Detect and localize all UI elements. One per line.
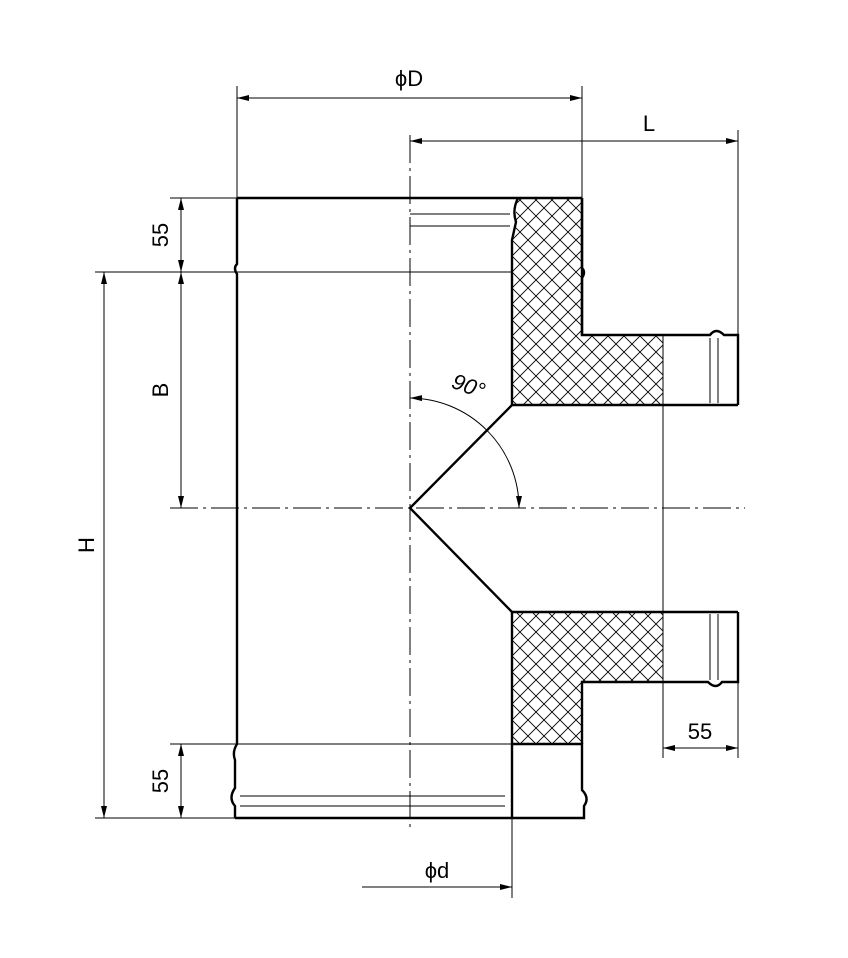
extension-lines [95,86,739,898]
height-label: H [74,537,99,553]
socket-top-label: 55 [148,223,173,247]
outer-diameter-label: ϕD [395,66,423,91]
dimension-lines [101,95,738,890]
socket-bottom-label: 55 [148,769,173,793]
branch-offset-label: B [148,383,173,398]
branch-length-label: L [643,111,655,136]
lower-insulation-outline [580,680,663,744]
upper-insulation-hatch [512,198,663,405]
inner-diameter-label: ϕd [425,858,450,883]
angle-label: 90° [449,369,489,404]
socket-branch-label: 55 [688,719,712,744]
upper-insulation-outline [580,198,663,337]
lower-insulation-hatch [512,612,663,744]
